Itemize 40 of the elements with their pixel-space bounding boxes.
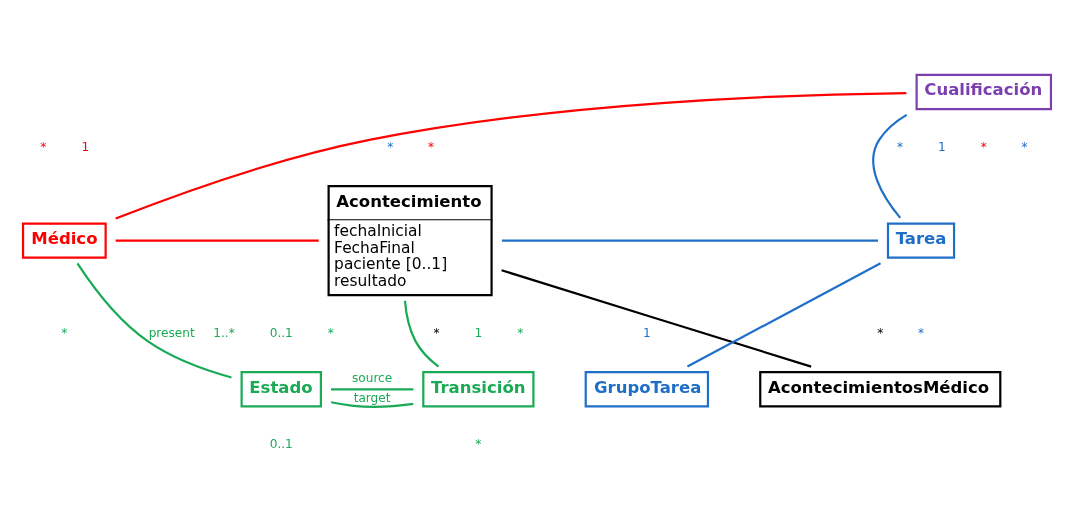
- label: *: [427, 139, 435, 154]
- label: *: [475, 436, 482, 451]
- node-box: Estado: [240, 370, 322, 407]
- label: 1: [81, 139, 90, 154]
- label: *: [980, 139, 987, 154]
- label: 1: [642, 325, 651, 340]
- label: 0..1: [269, 436, 293, 451]
- connector: [115, 239, 319, 242]
- node-box: Médico: [21, 221, 107, 259]
- label: *: [327, 325, 334, 340]
- connector: [115, 91, 907, 220]
- label: *: [917, 325, 925, 340]
- node-box: GrupoTarea: [584, 370, 710, 407]
- label: *: [517, 325, 524, 340]
- label: *: [877, 325, 884, 340]
- label: 0..1: [269, 325, 293, 340]
- label: 1: [938, 139, 946, 154]
- connector: [76, 262, 232, 379]
- connector: [501, 268, 812, 368]
- connector: [501, 239, 879, 242]
- label: *: [1021, 139, 1028, 154]
- edge-label: source: [352, 370, 393, 385]
- label: *: [897, 139, 904, 154]
- label: 1: [474, 325, 483, 340]
- node-box: Transición: [422, 370, 535, 407]
- label: *: [61, 325, 68, 340]
- edge-label: target: [353, 390, 391, 405]
- node-box: Cualificación: [915, 73, 1053, 110]
- label: *: [40, 139, 47, 154]
- connector: [872, 113, 908, 219]
- connector: [403, 300, 440, 367]
- label: *: [387, 139, 394, 154]
- connector: [331, 387, 414, 390]
- label: *: [433, 325, 440, 340]
- node-box: AcontecimientosMédico: [759, 370, 1002, 407]
- connector: [330, 400, 414, 408]
- label: 1..*: [213, 325, 235, 340]
- connector: [686, 261, 882, 367]
- node-box: Tarea: [886, 221, 956, 259]
- edge-label: present: [148, 325, 195, 340]
